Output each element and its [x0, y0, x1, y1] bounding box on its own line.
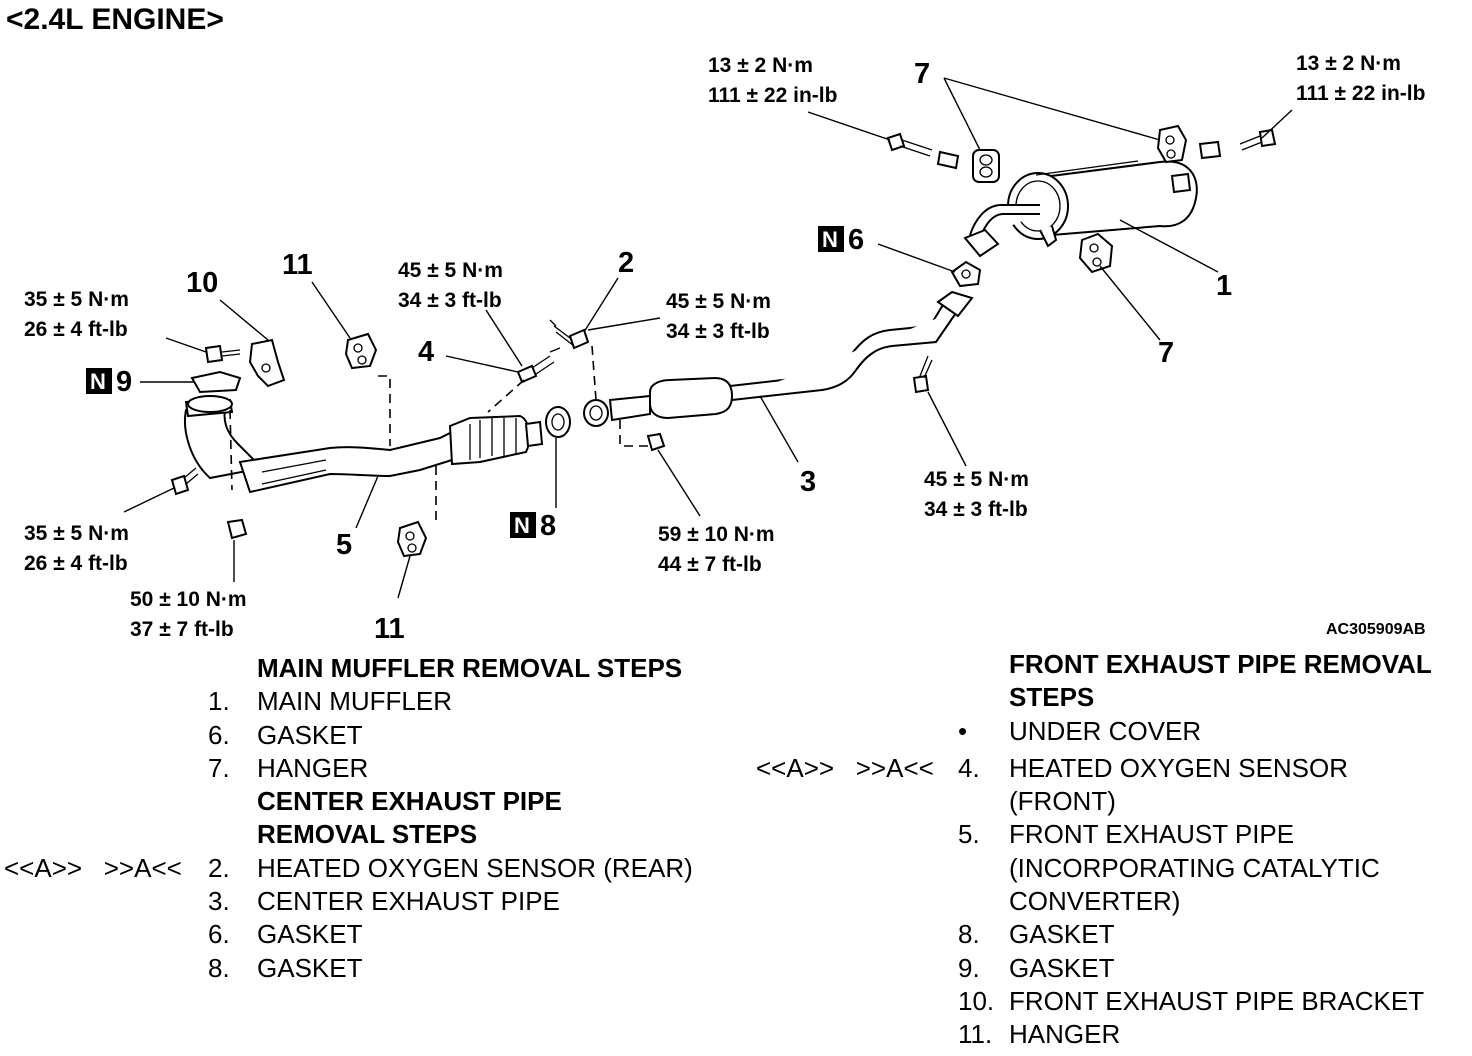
callout-4: 4	[418, 336, 434, 368]
step-item: 1.MAIN MUFFLER	[208, 686, 452, 717]
callout-10: 10	[186, 267, 218, 299]
step-item: 8.GASKET	[958, 919, 1115, 950]
exhaust-diagram: <2.4L ENGINE>	[6, 3, 1426, 645]
step-item-cont: (INCORPORATING CATALYTIC	[1009, 852, 1380, 883]
bottom-nut	[226, 518, 248, 540]
step-item: 3.CENTER EXHAUST PIPE	[208, 886, 560, 917]
torque-flange-bolt: 35 ± 5 N·m 26 ± 4 ft-lb	[24, 522, 129, 575]
callout-11-bottom: 11	[374, 613, 405, 645]
muffler-inlet-flange	[963, 228, 1000, 258]
oxygen-sensor-rear-2	[549, 319, 590, 350]
svg-text:9: 9	[116, 366, 132, 398]
torque-bottom-nut: 50 ± 10 N·m 37 ± 7 ft-lb	[130, 588, 247, 641]
step-item: <<A>> >>A<<4.HEATED OXYGEN SENSOR	[744, 752, 1468, 785]
hanger-11-top	[344, 332, 378, 370]
torque-rear-bolt: 45 ± 5 N·m 34 ± 3 ft-lb	[924, 468, 1029, 521]
front-pipe-heading-2: STEPS	[1009, 682, 1095, 713]
center-pipe-heading-1: CENTER EXHAUST PIPE	[257, 786, 562, 817]
rear-pipe-bolt	[912, 355, 933, 394]
callout-5: 5	[336, 529, 352, 561]
main-muffler-heading: MAIN MUFFLER REMOVAL STEPS	[257, 653, 683, 683]
step-item: 5.FRONT EXHAUST PIPE	[958, 819, 1295, 850]
svg-text:6: 6	[848, 224, 864, 256]
svg-text:8: 8	[540, 510, 556, 542]
hanger-7-bottom	[1078, 232, 1114, 274]
svg-text:34 ± 3 ft-lb: 34 ± 3 ft-lb	[398, 289, 502, 312]
svg-text:35 ± 5 N·m: 35 ± 5 N·m	[24, 288, 129, 311]
callout-2: 2	[618, 247, 634, 279]
torque-center-nut: 59 ± 10 N·m 44 ± 7 ft-lb	[658, 523, 775, 576]
svg-text:26 ± 4 ft-lb: 26 ± 4 ft-lb	[24, 552, 128, 575]
right-removal-steps: FRONT EXHAUST PIPE REMOVAL STEPS •UNDER …	[744, 648, 1468, 1052]
front-pipe-bracket-10	[248, 338, 286, 388]
callout-6-n: N 6	[818, 224, 864, 256]
front-exhaust-pipe	[184, 395, 544, 494]
hanger-7-top	[972, 149, 1000, 183]
bullet: •	[958, 715, 968, 746]
main-muffler	[969, 160, 1198, 248]
procedure-ref: <<A>> >>A<<	[4, 852, 182, 883]
gasket-6	[950, 260, 982, 288]
bracket-bolt	[204, 344, 224, 364]
step-item: 11.HANGER	[958, 1019, 1121, 1050]
svg-text:45 ± 5 N·m: 45 ± 5 N·m	[924, 468, 1029, 491]
top-right-bolt	[1198, 128, 1277, 160]
callout-9-n: N 9	[86, 366, 132, 398]
left-removal-steps: MAIN MUFFLER REMOVAL STEPS 1.MAIN MUFFLE…	[0, 652, 740, 985]
callout-8-n: N 8	[510, 510, 556, 542]
procedure-ref: <<A>> >>A<<	[756, 752, 934, 783]
svg-text:13 ± 2 N·m: 13 ± 2 N·m	[1296, 52, 1401, 75]
svg-text:50 ± 10 N·m: 50 ± 10 N·m	[130, 588, 247, 611]
step-item: 6.GASKET	[208, 719, 363, 750]
svg-text:N: N	[90, 369, 106, 394]
hanger-7-right	[1156, 124, 1188, 164]
svg-text:35 ± 5 N·m: 35 ± 5 N·m	[24, 522, 129, 545]
svg-text:44 ± 7 ft-lb: 44 ± 7 ft-lb	[658, 553, 762, 576]
svg-text:N: N	[514, 513, 530, 538]
oxygen-sensor-front-4	[516, 347, 561, 384]
torque-bracket: 35 ± 5 N·m 26 ± 4 ft-lb	[24, 288, 129, 341]
torque-top-left: 13 ± 2 N·m 111 ± 22 in-lb	[708, 54, 837, 107]
step-item-cont: CONVERTER)	[1009, 886, 1181, 917]
front-pipe-heading-1: FRONT EXHAUST PIPE REMOVAL	[1009, 649, 1432, 679]
torque-sensor-front: 45 ± 5 N·m 34 ± 3 ft-lb	[398, 259, 503, 312]
svg-text:13 ± 2 N·m: 13 ± 2 N·m	[708, 54, 813, 77]
page-title: <2.4L ENGINE>	[6, 3, 224, 36]
step-item: 9.GASKET	[958, 952, 1115, 983]
step-item: <<A>> >>A<<2.HEATED OXYGEN SENSOR (REAR)	[0, 852, 740, 885]
step-item: 6.GASKET	[208, 919, 363, 950]
torque-top-right: 13 ± 2 N·m 111 ± 22 in-lb	[1296, 52, 1425, 105]
gasket-9	[190, 370, 242, 394]
step-item: 7.HANGER	[208, 752, 369, 783]
step-item-cont: (FRONT)	[1009, 786, 1116, 817]
svg-text:37 ± 7 ft-lb: 37 ± 7 ft-lb	[130, 618, 234, 641]
center-exhaust-pipe	[583, 290, 974, 427]
svg-text:26 ± 4 ft-lb: 26 ± 4 ft-lb	[24, 318, 128, 341]
torque-sensor-rear: 45 ± 5 N·m 34 ± 3 ft-lb	[666, 290, 771, 343]
svg-text:34 ± 3 ft-lb: 34 ± 3 ft-lb	[924, 498, 1028, 521]
callout-7-top: 7	[914, 58, 930, 90]
step-item: 8.GASKET	[208, 952, 363, 983]
svg-text:N: N	[822, 227, 838, 252]
callout-1: 1	[1216, 270, 1232, 302]
center-pipe-heading-2: REMOVAL STEPS	[257, 819, 478, 850]
svg-text:45 ± 5 N·m: 45 ± 5 N·m	[398, 259, 503, 282]
callout-7-bottom: 7	[1158, 337, 1174, 369]
step-item: •UNDER COVER	[744, 715, 1468, 748]
svg-text:59 ± 10 N·m: 59 ± 10 N·m	[658, 523, 775, 546]
flange-bolt	[170, 467, 199, 496]
svg-text:34 ± 3 ft-lb: 34 ± 3 ft-lb	[666, 320, 770, 343]
callout-3: 3	[800, 466, 816, 498]
gasket-8	[545, 406, 571, 438]
hanger-11-bottom	[396, 520, 428, 558]
svg-text:111 ± 22 in-lb: 111 ± 22 in-lb	[1296, 82, 1425, 105]
svg-text:111 ± 22 in-lb: 111 ± 22 in-lb	[708, 84, 837, 107]
step-item: 10.FRONT EXHAUST PIPE BRACKET	[958, 985, 1425, 1016]
callout-11-top: 11	[282, 249, 313, 281]
figure-code: AC305909AB	[1326, 621, 1426, 638]
svg-text:45 ± 5 N·m: 45 ± 5 N·m	[666, 290, 771, 313]
top-left-bolt	[886, 132, 960, 170]
center-nut	[646, 432, 666, 452]
